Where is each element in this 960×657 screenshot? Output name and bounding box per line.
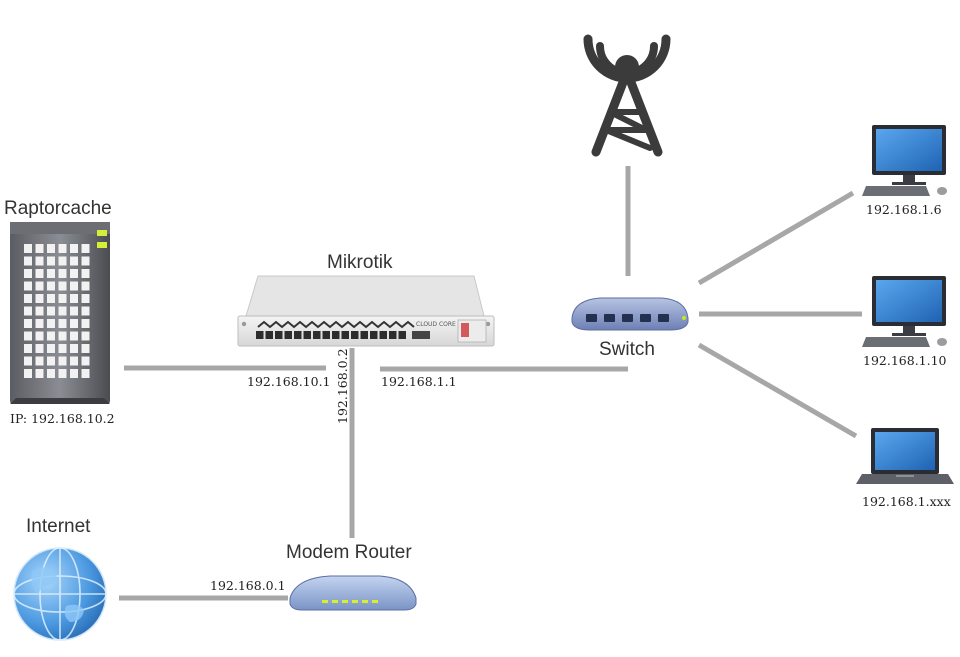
switch-label: Switch: [599, 339, 655, 360]
raptorcache-ip-label: IP: 192.168.10.2: [10, 411, 115, 426]
mikrotik-label: Mikrotik: [327, 252, 393, 273]
mikrotik-router-icon: CLOUD CORE: [237, 275, 495, 347]
server-icon: [10, 222, 110, 404]
desktop-computer-icon: [862, 276, 947, 347]
internet-label: Internet: [26, 516, 91, 537]
pc1-ip-label: 192.168.1.6: [866, 202, 942, 217]
desktop-computer-icon: [862, 125, 947, 196]
pc2-ip-label: 192.168.1.10: [863, 353, 947, 368]
globe-icon: [13, 547, 107, 641]
link-switch-laptop: [697, 342, 858, 439]
mikrotik-raptorcache-ip-label: 192.168.10.1: [247, 374, 331, 389]
laptop-ip-label: 192.168.1.xxx: [862, 494, 951, 509]
mikrotik-switch-ip-label: 192.168.1.1: [381, 374, 457, 389]
laptop-icon: [856, 428, 954, 484]
link-switch-pc1: [697, 190, 855, 286]
modem-router-label: Modem Router: [286, 542, 412, 563]
raptorcache-label: Raptorcache: [4, 198, 112, 219]
modem-router-icon: [289, 575, 417, 611]
mikrotik-modem-ip-label: 192.168.0.2: [335, 348, 350, 424]
radio-tower-icon: [583, 34, 671, 157]
switch-icon: [571, 297, 689, 331]
mikrotik-faceplate-text: CLOUD CORE: [416, 321, 456, 328]
modem-internet-ip-label: 192.168.0.1: [210, 578, 286, 593]
